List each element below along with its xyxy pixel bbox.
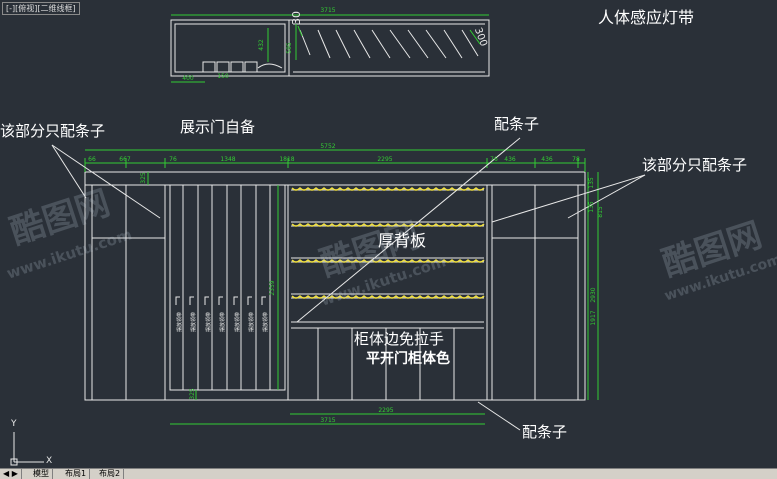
ucs-icon	[10, 432, 44, 466]
front-view	[84, 171, 586, 401]
dim-front-overall: 5752	[320, 143, 335, 150]
rod-label: 摆放领带	[176, 312, 183, 332]
top-view	[170, 19, 490, 77]
dim-side-b: 135	[588, 201, 595, 213]
dim-height-inner: 2359	[269, 280, 276, 295]
dim-top-width: 3715	[320, 7, 335, 14]
dim-segment: 1348	[220, 156, 235, 163]
dim-segment: 1818	[279, 156, 294, 163]
layout-tab-bar: ◀ ▶ 模型 布局1 布局2	[0, 468, 777, 479]
rod-label: 摆放领带	[219, 312, 226, 332]
rod-label: 摆放领带	[205, 312, 212, 332]
led-strips	[291, 186, 485, 299]
dim-segment: 76	[169, 156, 177, 163]
leader-lines	[51, 137, 646, 431]
dim-top-side: 400	[182, 75, 194, 82]
right-trim-note: 该部分只配条子	[642, 156, 748, 174]
top-trim-note: 配条子	[494, 115, 540, 133]
door-color-note: 平开门柜体色	[366, 351, 450, 367]
front-view-dims	[84, 149, 599, 425]
ucs-y-label: Y	[11, 419, 17, 429]
led-strip-note: 人体感应灯带	[598, 8, 695, 27]
bottom-trim-note: 配条子	[522, 423, 568, 441]
dim-segment: 66	[88, 156, 96, 163]
dim-height-right: 1917	[590, 310, 597, 325]
no-handle-note: 柜体边免拉手	[354, 330, 445, 348]
dim-side-c: 815	[597, 206, 604, 218]
display-door-note: 展示门自备	[180, 118, 256, 136]
rod-label: 摆放领带	[262, 312, 269, 332]
dim-segment: 436	[541, 156, 553, 163]
dim-bottom-left: 325	[189, 388, 196, 400]
tab-model[interactable]: 模型	[30, 469, 53, 479]
dim-top-h-b: 595	[286, 42, 293, 54]
dim-middle-width: 2295	[378, 407, 393, 414]
dim-side-a: 135	[588, 177, 595, 189]
dim-segment: 667	[119, 156, 131, 163]
dimension-labels: 3715 30 300 432 595 400 150 5752 66 667 76 1348 1818…	[88, 7, 604, 424]
rod-label: 摆放领带	[248, 312, 255, 332]
ucs-x-label: X	[46, 456, 53, 466]
dim-segment: 436	[504, 156, 516, 163]
dim-top-left: 325	[140, 172, 147, 184]
viewport-controls[interactable]: [-][俯视][二维线框]	[2, 2, 80, 15]
dim-segment: 2295	[377, 156, 392, 163]
tab-layout2[interactable]: 布局2	[96, 469, 125, 479]
dim-top-depth: 300	[472, 26, 489, 48]
dim-height-total: 2930	[590, 287, 597, 302]
dim-top-angle: 30	[290, 11, 303, 25]
dim-top-bottom: 150	[217, 73, 229, 80]
rod-label: 摆放领带	[190, 312, 197, 332]
dim-segment: 78	[572, 156, 580, 163]
top-view-dims	[171, 14, 489, 83]
dim-top-h-a: 432	[258, 39, 265, 51]
thick-backboard-note: 厚背板	[378, 231, 427, 250]
rod-label: 摆放领带	[234, 312, 241, 332]
left-trim-note: 该部分只配条子	[0, 122, 106, 140]
dim-lower-width: 3715	[320, 417, 335, 424]
tab-layout1[interactable]: 布局1	[62, 469, 91, 479]
tab-prev-arrows[interactable]: ◀ ▶	[0, 469, 22, 479]
dim-segment: 76	[490, 156, 498, 163]
